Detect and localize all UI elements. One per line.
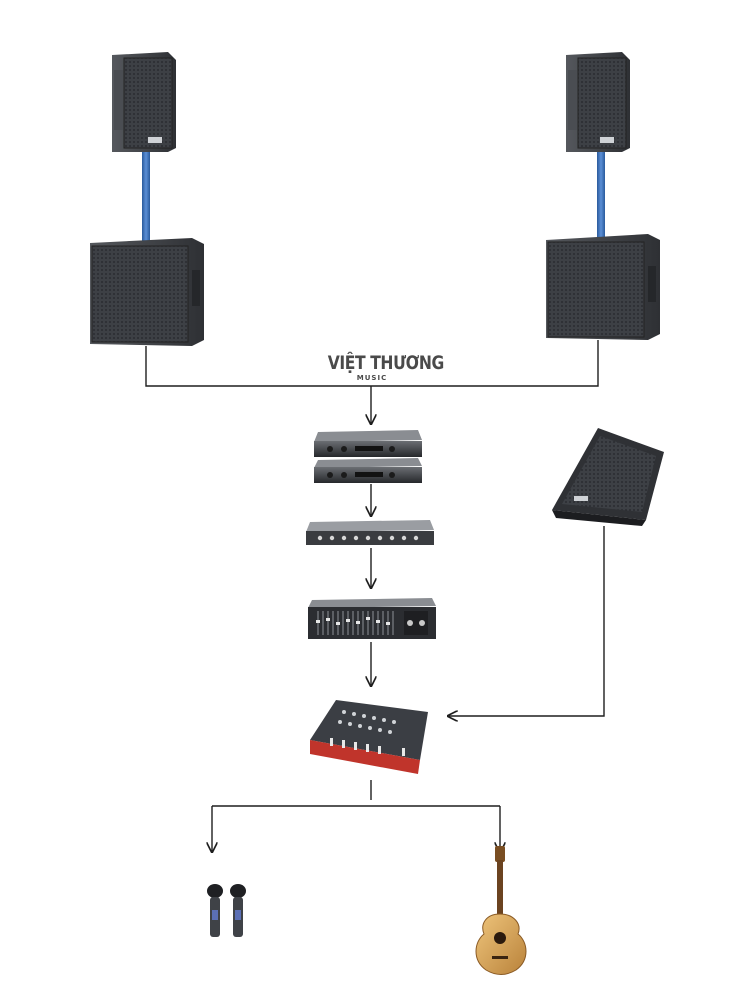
microphone-1 <box>207 884 223 937</box>
speaker-pole-right <box>597 152 605 242</box>
top-speaker-left <box>112 52 176 152</box>
crossover-processor <box>306 520 434 545</box>
subwoofer-right <box>546 234 660 340</box>
power-amplifier-2 <box>314 458 422 483</box>
top-speaker-right <box>566 52 630 152</box>
microphone-2 <box>230 884 246 937</box>
graphic-equalizer <box>308 598 436 639</box>
dynamic-microphone-pair <box>207 884 246 937</box>
brand-logo: VIỆT THƯƠNG MUSIC <box>318 352 445 382</box>
brand-logo-subtitle: MUSIC <box>356 374 388 382</box>
signal-wires <box>145 340 605 852</box>
speaker-pole-left <box>142 152 150 242</box>
power-amplifier-1 <box>314 430 422 457</box>
mixing-console <box>310 700 428 774</box>
power-amplifiers <box>314 430 422 483</box>
acoustic-guitar <box>475 846 527 975</box>
floor-monitor-speaker <box>552 428 664 526</box>
subwoofer-left <box>90 238 204 346</box>
brand-logo-title: VIỆT THƯƠNG <box>327 352 445 374</box>
